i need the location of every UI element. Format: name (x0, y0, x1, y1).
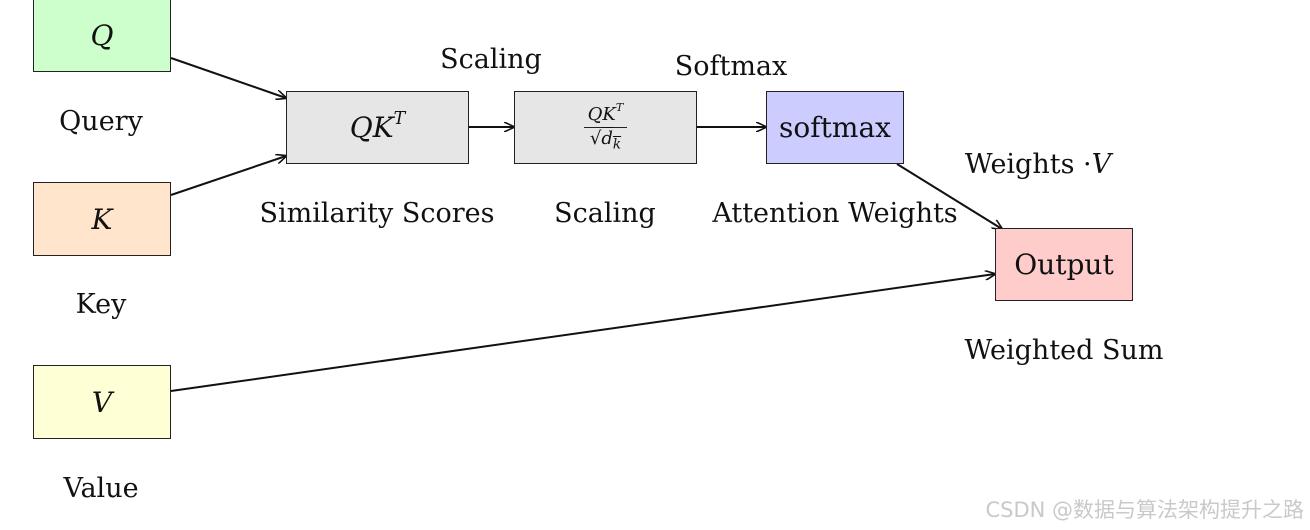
weights-v-var: V (1091, 149, 1112, 180)
softmax-caption: Attention Weights (712, 198, 958, 229)
output-node: Output (995, 228, 1133, 301)
q-caption: Query (59, 106, 143, 137)
watermark: CSDN @数据与算法架构提升之路 (985, 498, 1304, 522)
qkt-node: QKT (286, 91, 469, 164)
qkt-base: QK (349, 111, 394, 144)
scale-caption: Scaling (554, 198, 656, 229)
weights-v-label: Weights ·V (965, 149, 1111, 180)
arrow-softmax-to-output (896, 163, 1002, 229)
k-symbol: K (91, 202, 113, 236)
output-label: Output (1014, 248, 1114, 281)
arrow-k-to-qkt (170, 156, 286, 196)
scale-fraction: QKT √dk (583, 101, 628, 152)
v-caption: Value (63, 473, 139, 504)
scale-numerator: QKT (583, 101, 628, 128)
scale-den-sub: k (612, 136, 622, 153)
scale-root-sign: √ (589, 127, 602, 149)
scale-label-above: Scaling (440, 44, 542, 75)
qkt-sup: T (393, 109, 406, 130)
arrow-q-to-qkt (170, 57, 286, 98)
softmax-node: softmax (766, 91, 904, 164)
scale-num-base: QK (587, 103, 616, 125)
softmax-label: softmax (779, 111, 891, 144)
scale-node: QKT √dk (514, 91, 697, 164)
weights-v-prefix: Weights · (964, 149, 1092, 180)
k-caption: Key (75, 289, 127, 320)
v-node: V (33, 365, 171, 439)
scale-den-body: dk (601, 127, 622, 153)
qkt-caption: Similarity Scores (259, 198, 495, 229)
k-node: K (33, 182, 171, 256)
scale-den-var: d (601, 127, 613, 149)
scale-num-sup: T (615, 101, 624, 114)
q-symbol: Q (90, 18, 114, 52)
arrow-v-to-output (170, 274, 995, 392)
softmax-label-above: Softmax (674, 51, 788, 82)
q-node: Q (33, 0, 171, 72)
qkt-formula: QKT (349, 109, 406, 144)
v-symbol: V (91, 385, 113, 419)
scale-denominator: √dk (590, 128, 621, 152)
output-caption: Weighted Sum (964, 335, 1164, 366)
